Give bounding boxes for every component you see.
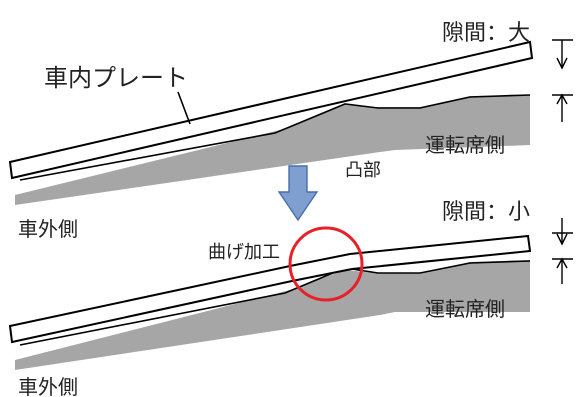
top-outer-side-label: 車外側 bbox=[18, 217, 78, 241]
bend-highlight-circle bbox=[288, 226, 364, 302]
top-gap-dimension bbox=[552, 39, 573, 122]
bottom-gap-dimension bbox=[552, 218, 573, 284]
bottom-interior-plate-bent bbox=[8, 234, 532, 344]
bottom-bump-outline bbox=[19, 260, 531, 346]
bottom-body-surface bbox=[15, 260, 530, 370]
top-bump-outline bbox=[19, 94, 531, 181]
down-arrow-icon bbox=[277, 165, 319, 222]
top-interior-plate bbox=[8, 40, 534, 180]
bottom-panel: 隙間：小 曲げ加工 運転席側 車外側 bbox=[8, 200, 573, 397]
top-gap-label: 隙間：大 bbox=[442, 21, 530, 46]
top-driver-side-label: 運転席側 bbox=[425, 133, 505, 157]
bottom-gap-label: 隙間：小 bbox=[442, 200, 530, 225]
plate-label-pointer bbox=[177, 91, 191, 125]
top-body-surface bbox=[15, 95, 530, 205]
bottom-driver-side-label: 運転席側 bbox=[425, 297, 505, 321]
top-panel: 車内プレート 隙間：大 運転席側 車外側 凸部 bbox=[8, 21, 573, 241]
plate-label: 車内プレート bbox=[44, 64, 188, 92]
bottom-outer-side-label: 車外側 bbox=[18, 375, 78, 397]
bump-label: 凸部 bbox=[345, 160, 381, 181]
bend-label: 曲げ加工 bbox=[208, 242, 280, 263]
